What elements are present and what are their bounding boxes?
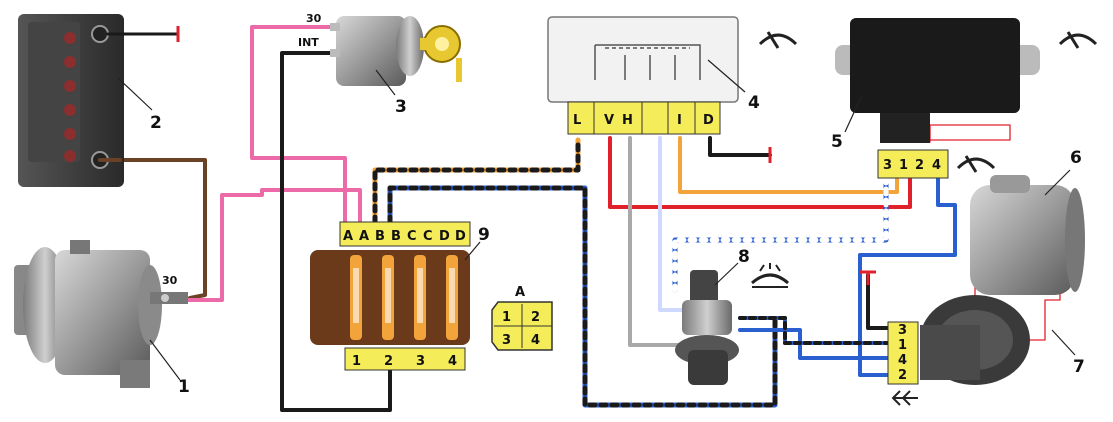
connector-a: [491, 301, 553, 351]
intermittent-relay: [835, 18, 1040, 179]
fuse-bottom-terminal: 4: [448, 354, 457, 369]
callout-1: 1: [178, 377, 190, 397]
wire-black-ground-d: [708, 136, 772, 157]
fuse-top-terminal: A: [359, 229, 369, 244]
wire-orange: [678, 136, 899, 194]
relay5-pin: 4: [932, 158, 941, 173]
fuse-bottom-terminal: 2: [384, 354, 393, 369]
motor-pin: 3: [898, 323, 907, 338]
wires: [98, 25, 1061, 412]
callout-9: 9: [478, 225, 490, 245]
wire-orange-black: [372, 137, 581, 225]
callout-8: 8: [738, 247, 750, 267]
callout-6: 6: [1070, 148, 1082, 168]
wire-pink-ignition: [250, 25, 347, 224]
fuse-top-terminal: C: [407, 229, 417, 244]
fuse-top-terminal: C: [423, 229, 433, 244]
wire-black-int: [280, 51, 392, 412]
connector-a-pin: 4: [531, 333, 540, 348]
callout-4: 4: [748, 93, 760, 113]
key-icon: [420, 25, 462, 82]
fuse-bottom-terminal: 3: [416, 354, 425, 369]
wiper-icon: [956, 155, 996, 173]
connector-a-title: A: [515, 285, 525, 300]
wiper-motor: [887, 175, 1085, 385]
relay5-pin: 1: [899, 158, 908, 173]
washer-pump: [675, 270, 739, 385]
connector-a-pin: 1: [502, 310, 511, 325]
relay4-pin: I: [677, 113, 682, 128]
relay4-pin: L: [573, 113, 581, 128]
ground-icon: [860, 270, 876, 285]
wire-red: [608, 136, 912, 209]
motor-pin: 1: [898, 338, 907, 353]
chevron-left-icon: [891, 390, 918, 406]
motor-pin: 2: [898, 368, 907, 383]
callout-3: 3: [395, 97, 407, 117]
relay5-pin: 3: [883, 158, 892, 173]
wire-black-ground-motor: [866, 273, 892, 330]
wire-pink-alternator: [186, 188, 362, 302]
fuse-top-terminal: B: [375, 229, 385, 244]
callout-7: 7: [1073, 357, 1085, 377]
alternator-term-30: 30: [162, 274, 178, 287]
relay4-pin: V: [604, 113, 614, 128]
leader-lines: [117, 59, 1076, 381]
wiper-icon: [1058, 31, 1098, 49]
wire-white-blue: [658, 136, 692, 312]
wire-gray: [628, 136, 682, 347]
fuse-bottom-terminal: 1: [352, 354, 361, 369]
connector-a-pin: 2: [531, 310, 540, 325]
fuse-box: [310, 221, 471, 371]
ignition-switch: [330, 16, 462, 86]
fuse-top-terminal: D: [439, 229, 450, 244]
callout-5: 5: [831, 132, 843, 152]
callout-2: 2: [150, 113, 162, 133]
fuse-top-terminal: D: [455, 229, 466, 244]
alternator: [14, 240, 188, 388]
ignition-term-int: INT: [298, 36, 319, 49]
relay4-pin: H: [622, 113, 633, 128]
battery: [18, 14, 180, 187]
wiper-icon: [758, 31, 798, 49]
motor-pin: 4: [898, 353, 907, 368]
washer-icon: [751, 263, 789, 288]
ignition-term-30: 30: [306, 12, 322, 25]
battery-terminal-plus: [91, 25, 109, 43]
fuse-top-terminal: B: [391, 229, 401, 244]
wire-brown: [98, 158, 207, 300]
wire-blue: [858, 176, 957, 377]
connector-a-pin: 3: [502, 333, 511, 348]
labels: 1 2 3 4 5 6 7 8 9 30 INT 30 A A B B C C …: [150, 12, 1085, 397]
relay4-pin: D: [703, 113, 714, 128]
relay5-pin: 2: [915, 158, 924, 173]
fuse-top-terminal: A: [343, 229, 353, 244]
